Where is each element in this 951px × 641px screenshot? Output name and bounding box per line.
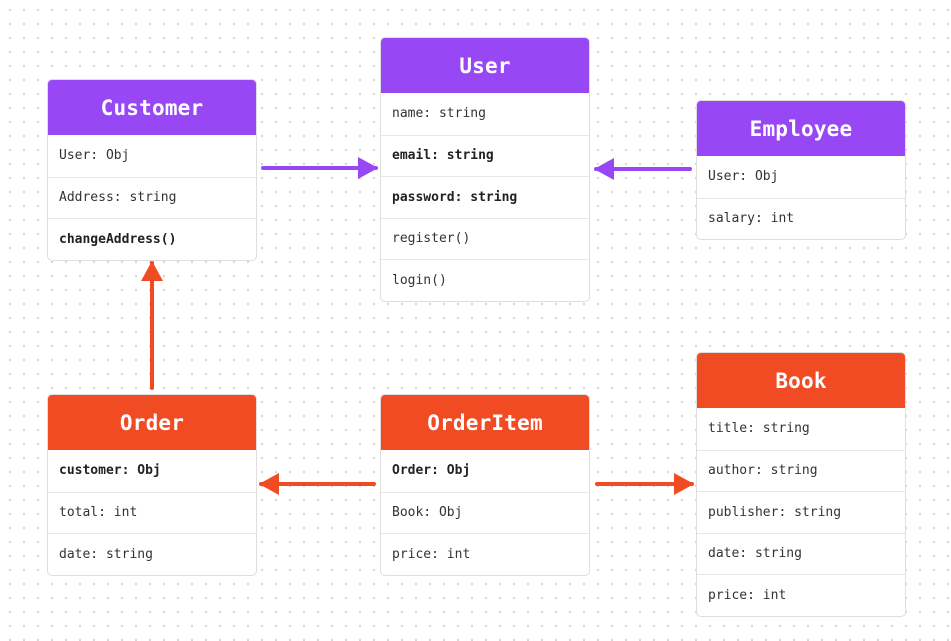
class-member: author: string <box>697 449 905 492</box>
class-member: User: Obj <box>708 169 779 185</box>
class-header-employee: Employee <box>697 101 905 156</box>
class-member: publisher: string <box>697 491 905 533</box>
class-member: Book: Obj <box>381 491 589 534</box>
class-member: price: int <box>697 574 905 616</box>
class-member: changeAddress() <box>48 218 256 260</box>
class-header-order: Order <box>48 395 256 450</box>
class-member: name: string <box>392 106 486 122</box>
class-member: total: int <box>48 491 256 534</box>
class-member: password: string <box>381 176 589 218</box>
class-member: login() <box>381 259 589 301</box>
class-member: Order: Obj <box>392 463 471 479</box>
class-header-orderitem: OrderItem <box>381 395 589 450</box>
class-header-user: User <box>381 38 589 93</box>
class-header-book: Book <box>697 353 905 408</box>
class-member: salary: int <box>697 197 905 240</box>
class-member: date: string <box>48 533 256 575</box>
class-member: title: string <box>708 421 810 437</box>
class-member: date: string <box>697 532 905 575</box>
class-header-customer: Customer <box>48 80 256 135</box>
class-member: Address: string <box>48 176 256 219</box>
class-member: price: int <box>381 533 589 575</box>
class-member: User: Obj <box>59 148 130 164</box>
class-member: customer: Obj <box>59 463 161 479</box>
class-employee[interactable]: Employee User: Obj salary: int <box>696 100 906 240</box>
class-member: email: string <box>381 134 589 177</box>
class-member: register() <box>381 217 589 260</box>
